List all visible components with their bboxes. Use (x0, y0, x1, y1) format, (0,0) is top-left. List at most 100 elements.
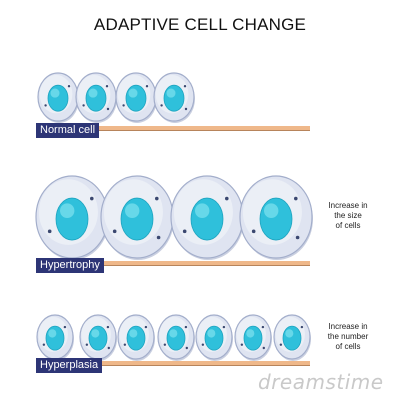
nucleus-highlight (207, 329, 216, 338)
organelle-dot (300, 325, 304, 329)
cell-nucleus (166, 325, 186, 351)
cell-nucleus (126, 325, 146, 351)
hypertrophy-description: Increase in the size of cells (308, 201, 388, 231)
cell-nucleus (190, 197, 224, 241)
organelle-dot (122, 104, 125, 107)
organelle-dot (47, 229, 52, 234)
cell-nucleus (85, 84, 107, 112)
hypertrophy-cell (170, 175, 244, 260)
cell-nucleus (55, 197, 89, 241)
organelle-dot (240, 343, 244, 346)
hypertrophy-cell (239, 175, 313, 260)
hypertrophy-description-line-3: of cells (335, 221, 361, 230)
hyperplasia-cell (195, 314, 233, 361)
cell-nucleus (47, 84, 69, 112)
organelle-dot (295, 235, 300, 240)
nucleus-highlight (246, 329, 255, 338)
nucleus-highlight (129, 329, 138, 338)
normal-cell (153, 72, 195, 123)
diagram-title: ADAPTIVE CELL CHANGE (93, 15, 307, 34)
organelle-dot (145, 85, 149, 88)
organelle-dot (90, 196, 94, 201)
organelle-dot (42, 343, 46, 346)
organelle-dot (106, 325, 110, 329)
organelle-dot (225, 196, 229, 201)
organelle-dot (105, 85, 109, 88)
organelle-dot (123, 343, 127, 346)
cell-nucleus (243, 325, 263, 351)
nucleus-highlight (125, 203, 140, 219)
hypertrophy-baseline-shadow (36, 265, 310, 266)
cell-nucleus (45, 325, 65, 351)
hypertrophy-description-line-2: the size (334, 211, 362, 220)
organelle-dot (279, 343, 283, 346)
nucleus-highlight (169, 329, 178, 338)
cell-nucleus (204, 325, 224, 351)
hypertrophy-baseline (36, 261, 310, 265)
hyperplasia-description-line-1: Increase in (328, 322, 368, 331)
hypertrophy-description-line-1: Increase in (328, 201, 368, 210)
hyperplasia-description: Increase in the number of cells (308, 322, 388, 352)
normal-baseline (36, 126, 310, 130)
normal-cell (115, 72, 157, 123)
nucleus-highlight (91, 329, 100, 338)
organelle-dot (251, 229, 256, 234)
normal-baseline-shadow (36, 130, 310, 131)
hyperplasia-description-line-2: the number (327, 332, 369, 341)
organelle-dot (106, 107, 110, 111)
organelle-dot (112, 229, 117, 234)
nucleus-highlight (88, 88, 98, 98)
watermark: dreamstime (258, 370, 384, 394)
hyperplasia-description-line-3: of cells (335, 342, 361, 351)
nucleus-highlight (264, 203, 279, 219)
label-hyperplasia: Hyperplasia (36, 358, 103, 373)
hyperplasia-cell (36, 314, 74, 361)
hyperplasia-baseline (36, 361, 310, 365)
hyperplasia-cell (157, 314, 195, 361)
organelle-dot (63, 325, 67, 329)
nucleus-highlight (50, 88, 60, 98)
nucleus-highlight (128, 88, 138, 98)
organelle-dot (107, 346, 111, 350)
organelle-dot (222, 325, 226, 329)
organelle-dot (262, 346, 265, 350)
cell-nucleus (163, 84, 185, 112)
nucleus-highlight (48, 329, 57, 338)
organelle-dot (160, 104, 163, 107)
hypertrophy-cell (35, 175, 109, 260)
organelle-dot (184, 325, 188, 329)
label-hypertrophy: Hypertrophy (36, 258, 104, 273)
nucleus-highlight (166, 88, 176, 98)
label-normal-cell: Normal cell (36, 123, 100, 138)
organelle-dot (156, 235, 161, 240)
cell-nucleus (125, 84, 147, 112)
cell-nucleus (282, 325, 302, 351)
hyperplasia-cell (117, 314, 155, 361)
organelle-dot (155, 196, 159, 201)
organelle-dot (182, 229, 187, 234)
organelle-dot (294, 196, 298, 201)
organelle-dot (183, 85, 187, 88)
normal-cell (37, 72, 79, 123)
organelle-dot (184, 107, 188, 111)
cell-nucleus (259, 197, 293, 241)
cell-nucleus (88, 325, 108, 351)
hyperplasia-cell (79, 314, 117, 361)
nucleus-highlight (59, 203, 75, 219)
hypertrophy-cell (100, 175, 174, 260)
organelle-dot (144, 325, 148, 329)
organelle-dot (44, 104, 47, 107)
organelle-dot (82, 104, 85, 107)
organelle-dot (201, 343, 205, 346)
cell-nucleus (120, 197, 154, 241)
organelle-dot (85, 343, 89, 346)
organelle-dot (67, 85, 71, 88)
organelle-dot (185, 346, 188, 350)
nucleus-highlight (285, 329, 294, 338)
nucleus-highlight (195, 203, 210, 219)
hyperplasia-baseline-shadow (36, 365, 310, 366)
organelle-dot (261, 325, 265, 329)
normal-cell (75, 72, 117, 123)
